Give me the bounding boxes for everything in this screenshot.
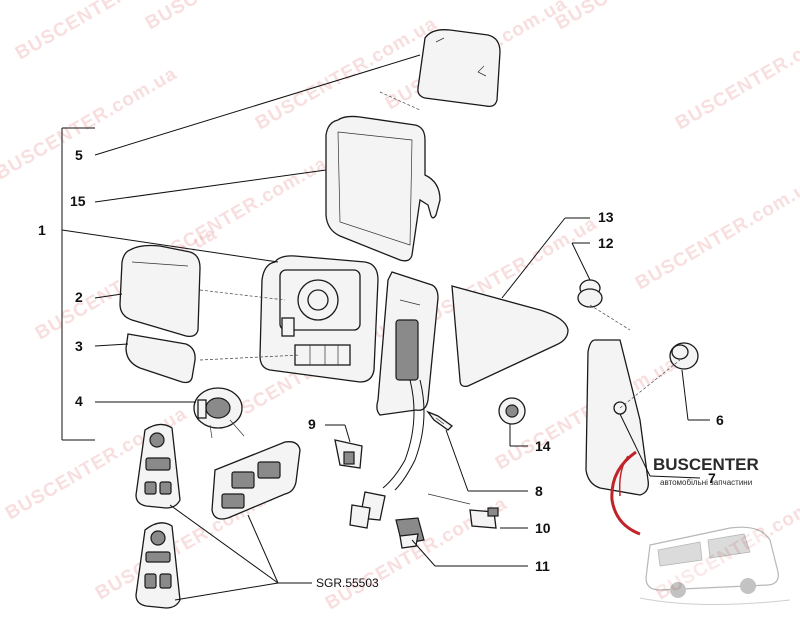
watermark: BUSCENTER.com.ua [142, 0, 331, 34]
mirror-outer-shell [325, 115, 441, 262]
callout-13: 13 [598, 209, 614, 225]
watermark: BUSCENTER.com.ua [0, 63, 181, 184]
callout-labels: 5 15 1 2 3 4 13 12 6 7 14 8 10 11 9 SGR.… [38, 147, 724, 590]
watermark: BUSCENTER.com.ua [632, 173, 800, 294]
clip-part [334, 439, 363, 469]
cap-plug [669, 342, 699, 370]
mirror-glass-upper [119, 244, 201, 338]
watermark: BUSCENTER.com.ua [672, 13, 800, 134]
leader-lines [61, 54, 710, 601]
callout-14: 14 [535, 438, 551, 454]
watermark: BUSCENTER.com.ua [252, 13, 441, 134]
callout-7: 7 [708, 470, 716, 486]
control-switch-panels [135, 423, 301, 609]
reference-code: SGR.55503 [316, 576, 379, 590]
callout-4: 4 [75, 393, 83, 409]
callout-12: 12 [598, 235, 614, 251]
mirror-housing [259, 255, 379, 383]
callout-2: 2 [75, 289, 83, 305]
switch-module [395, 517, 425, 549]
mirror-mount-base [376, 271, 439, 416]
wiring-harness [349, 379, 425, 529]
assembly-bracket [61, 127, 95, 441]
bus-icon [639, 526, 791, 606]
callout-15: 15 [70, 193, 86, 209]
callout-3: 3 [75, 338, 83, 354]
adjustment-motor [193, 387, 245, 439]
callout-1: 1 [38, 222, 46, 238]
callout-8: 8 [535, 483, 543, 499]
plug [577, 279, 603, 308]
callout-9: 9 [308, 416, 316, 432]
logo-name: BUSCENTER [653, 455, 759, 474]
callout-10: 10 [535, 520, 551, 536]
mirror-cover-cap [417, 29, 501, 108]
callout-5: 5 [75, 147, 83, 163]
buscenter-logo: BUSCENTER автомобільні запчастини [610, 450, 791, 606]
logo-tagline: автомобільні запчастини [660, 478, 752, 487]
connector [427, 493, 499, 529]
grommet [498, 397, 526, 425]
triangle-cover [451, 285, 569, 388]
mirror-glass-lower [125, 333, 196, 384]
screw [426, 410, 454, 431]
callout-6: 6 [716, 412, 724, 428]
watermark: BUSCENTER.com.ua [552, 0, 741, 34]
callout-11: 11 [535, 558, 550, 574]
